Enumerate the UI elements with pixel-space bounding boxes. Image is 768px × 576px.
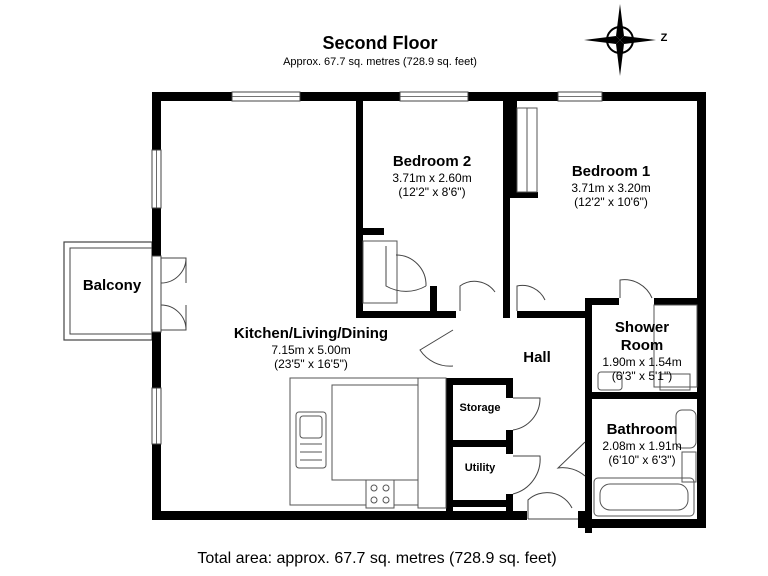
bedroom1-label: Bedroom 1 <box>571 163 651 180</box>
bathroom-metric: 2.08m x 1.91m <box>602 439 682 453</box>
shower-label-2: Room <box>620 337 664 354</box>
kitchen-metric: 7.15m x 5.00m <box>271 343 351 357</box>
windows <box>151 91 603 445</box>
compass-icon <box>584 4 656 76</box>
wardrobes <box>362 107 538 304</box>
shower-fixtures <box>597 304 698 391</box>
kitchen-units <box>289 377 447 509</box>
shower-imperial: (6'3" x 5'1") <box>611 369 673 383</box>
hall-label: Hall <box>523 349 551 366</box>
bedroom2-label: Bedroom 2 <box>392 153 472 170</box>
floor-area-subtitle: Approx. 67.7 sq. metres (728.9 sq. feet) <box>283 56 477 68</box>
bedroom1-metric: 3.71m x 3.20m <box>571 181 651 195</box>
shower-label-1: Shower <box>614 319 670 336</box>
bathroom-imperial: (6'10" x 6'3") <box>608 453 676 467</box>
storage-label: Storage <box>459 402 501 414</box>
compass-label: Z <box>660 32 668 44</box>
shower-metric: 1.90m x 1.54m <box>602 355 682 369</box>
bedroom2-imperial: (12'2" x 8'6") <box>398 185 466 199</box>
interior-walls <box>356 92 706 533</box>
utility-label: Utility <box>464 462 496 474</box>
bedroom1-imperial: (12'2" x 10'6") <box>574 195 648 209</box>
kitchen-imperial: (23'5" x 16'5") <box>274 357 348 371</box>
balcony-door <box>160 257 187 331</box>
doors <box>385 246 653 520</box>
bedroom2-metric: 3.71m x 2.60m <box>392 171 472 185</box>
bathroom-fixtures <box>593 409 697 517</box>
floor-title: Second Floor <box>322 33 438 53</box>
total-area: Total area: approx. 67.7 sq. metres (728… <box>197 550 557 567</box>
kitchen-label: Kitchen/Living/Dining <box>233 325 389 342</box>
bathroom-label: Bathroom <box>606 421 678 438</box>
balcony-label: Balcony <box>82 277 142 294</box>
